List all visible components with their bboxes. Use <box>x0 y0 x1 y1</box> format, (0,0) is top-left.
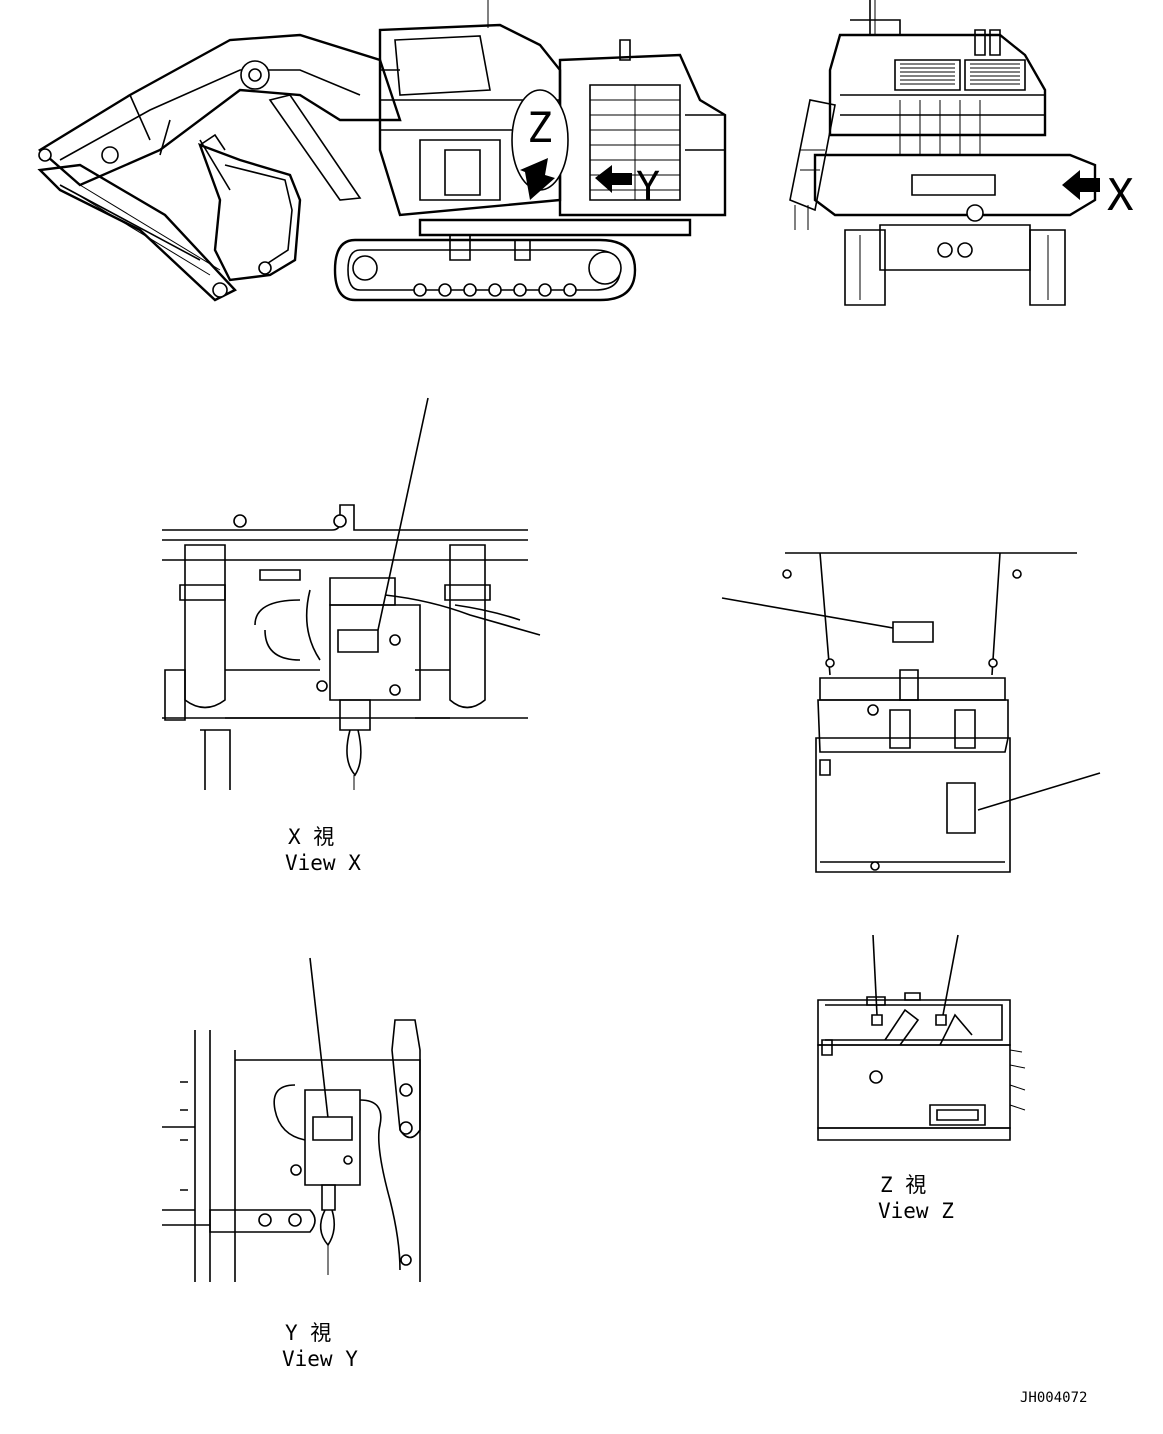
view-y-jp: Y 視 <box>285 1321 331 1345</box>
view-z-jp: Z 視 <box>880 1173 926 1197</box>
z-marker: Z <box>527 103 552 152</box>
x-arrow-icon <box>1062 170 1100 200</box>
drawing-number: JH004072 <box>1020 1390 1087 1406</box>
z-arrow-icon <box>520 158 555 200</box>
rear-view-excavator: X <box>789 0 1134 306</box>
view-y-detail <box>162 957 421 1282</box>
side-view-excavator: Z Y <box>37 0 727 302</box>
view-z-lower-detail <box>817 934 1026 1141</box>
view-z-upper-detail <box>721 552 1101 873</box>
view-x-jp: X 視 <box>288 825 334 849</box>
y-arrow-icon <box>595 165 632 193</box>
y-marker: Y <box>636 164 660 210</box>
view-y-en: View Y <box>282 1347 358 1371</box>
view-z-en: View Z <box>878 1199 954 1223</box>
view-x-detail <box>162 397 541 790</box>
view-x-en: View X <box>285 851 361 875</box>
x-marker: X <box>1107 170 1134 221</box>
